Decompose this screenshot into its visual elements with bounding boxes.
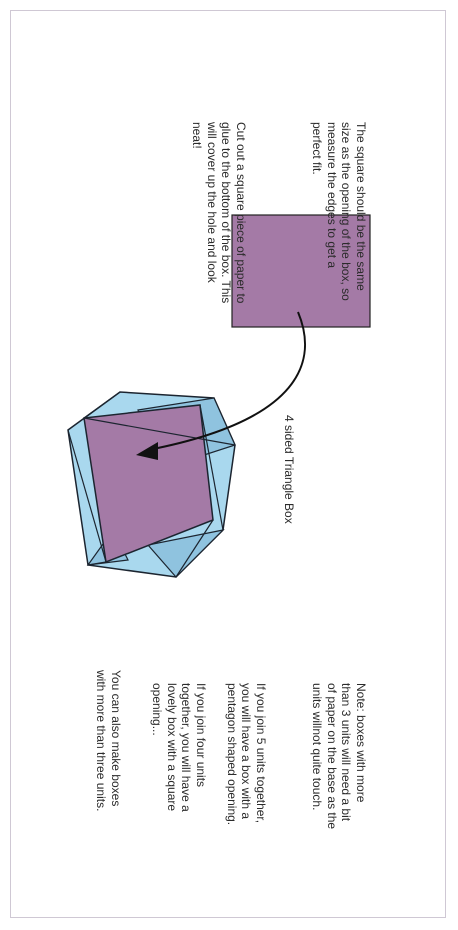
note-five-units: If you join 5 units together, you will h…	[225, 683, 269, 913]
instruction-square-size: The square should be the same size as th…	[310, 122, 368, 352]
instruction-cut-out: Cut out a square piece of paper to glue …	[190, 122, 248, 352]
note-intro: You can also make boxes with more than t…	[94, 670, 123, 900]
note-four-units: If you join four units together, you wil…	[150, 683, 208, 913]
figure-label: 4 sided Triangle Box	[282, 415, 297, 524]
note-base-paper: Note: boxes with more than 3 units will …	[310, 683, 368, 913]
